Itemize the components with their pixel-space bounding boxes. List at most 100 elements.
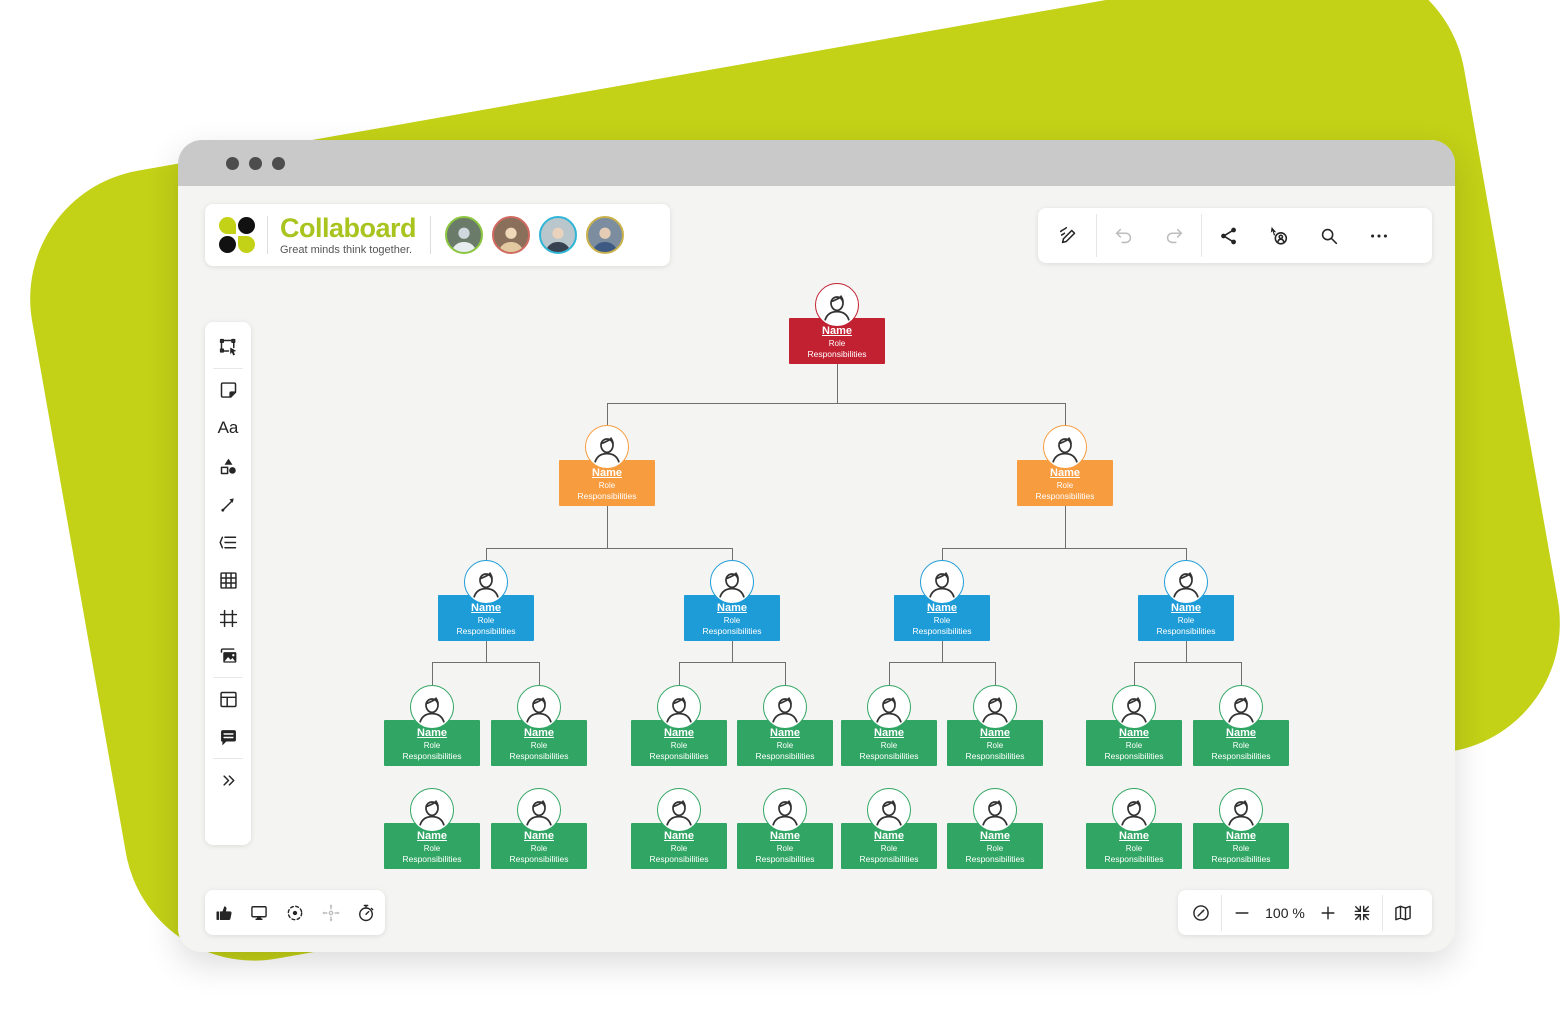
org-node-box: Name Role Responsibilities	[841, 720, 937, 766]
org-connector-line	[942, 641, 943, 662]
top-toolbar	[1038, 208, 1432, 263]
org-node-role: Role	[1177, 615, 1195, 625]
org-node-role: Role	[1056, 480, 1074, 490]
connector-tool-button[interactable]	[209, 485, 247, 523]
draw-tool-button[interactable]	[1044, 214, 1094, 257]
expand-sidebar-button[interactable]	[209, 761, 247, 799]
org-node-name: Name	[874, 829, 904, 842]
follow-presenter-button[interactable]	[1254, 214, 1304, 257]
org-connector-line	[942, 548, 943, 560]
redo-button[interactable]	[1149, 214, 1199, 257]
collaborator-avatar[interactable]	[586, 216, 625, 254]
minimap-button[interactable]	[1386, 895, 1420, 931]
frame-tool-button[interactable]	[209, 599, 247, 637]
table-tool-button[interactable]	[209, 561, 247, 599]
window-dot[interactable]	[226, 156, 239, 170]
person-avatar-icon	[657, 788, 701, 832]
zoom-out-button[interactable]	[1225, 895, 1259, 931]
org-connector-line	[942, 548, 1186, 549]
person-avatar-icon	[1219, 788, 1263, 832]
org-connector-line	[679, 662, 785, 663]
move-tool-button[interactable]	[314, 895, 348, 931]
window-dot[interactable]	[272, 156, 285, 170]
org-node-responsibilities: Responsibilities	[1211, 853, 1271, 864]
org-node-name: Name	[980, 829, 1010, 842]
media-tool-button[interactable]	[209, 637, 247, 675]
org-node-name: Name	[1226, 829, 1256, 842]
select-tool-button[interactable]	[209, 328, 247, 366]
window-dot[interactable]	[249, 156, 262, 170]
org-node-name: Name	[1226, 726, 1256, 739]
org-node-name: Name	[717, 601, 747, 614]
org-node-name: Name	[417, 726, 447, 739]
window-titlebar	[178, 140, 1455, 186]
org-node-responsibilities: Responsibilities	[859, 853, 919, 864]
org-node-name: Name	[927, 601, 957, 614]
org-connector-line	[1134, 662, 1241, 663]
org-node-box: Name Role Responsibilities	[491, 823, 587, 869]
org-node-responsibilities: Responsibilities	[402, 750, 462, 761]
present-button[interactable]	[242, 895, 276, 931]
collaborator-avatar[interactable]	[492, 216, 531, 254]
org-node-role: Role	[530, 843, 548, 853]
person-avatar-icon	[517, 788, 561, 832]
org-node-role: Role	[670, 740, 688, 750]
org-connector-line	[785, 662, 786, 685]
zoom-level[interactable]: 100 %	[1265, 904, 1305, 921]
org-node-responsibilities: Responsibilities	[649, 853, 709, 864]
org-connector-line	[889, 662, 890, 685]
org-node-name: Name	[1119, 829, 1149, 842]
org-connector-line	[539, 662, 540, 685]
focus-button[interactable]	[278, 895, 312, 931]
fit-to-screen-button[interactable]	[1345, 895, 1379, 931]
person-avatar-icon	[1043, 425, 1087, 469]
brand-name: Collaboard	[280, 212, 417, 243]
person-avatar-icon	[410, 788, 454, 832]
org-node-role: Role	[477, 615, 495, 625]
comment-tool-button[interactable]	[209, 718, 247, 756]
navigator-compass-button[interactable]	[1184, 895, 1218, 931]
org-node-role: Role	[1232, 740, 1250, 750]
share-button[interactable]	[1204, 214, 1254, 257]
org-connector-line	[889, 662, 995, 663]
org-connector-line	[1186, 641, 1187, 662]
text-tool-button[interactable]: Aa	[217, 418, 239, 437]
undo-button[interactable]	[1099, 214, 1149, 257]
collaborator-avatar[interactable]	[445, 216, 484, 254]
org-node-role: Role	[880, 740, 898, 750]
org-connector-line	[486, 641, 487, 662]
org-node-role: Role	[670, 843, 688, 853]
sticky-note-tool-button[interactable]	[209, 371, 247, 409]
org-node-responsibilities: Responsibilities	[912, 625, 972, 636]
org-node-responsibilities: Responsibilities	[1104, 853, 1164, 864]
brand-tagline: Great minds think together.	[280, 243, 413, 256]
org-node-responsibilities: Responsibilities	[702, 625, 762, 636]
org-node-role: Role	[1125, 740, 1143, 750]
zoom-in-button[interactable]	[1311, 895, 1345, 931]
timer-button[interactable]	[349, 895, 383, 931]
reactions-button[interactable]	[207, 895, 241, 931]
outline-list-tool-button[interactable]	[209, 523, 247, 561]
org-node-role: Role	[986, 843, 1004, 853]
person-avatar-icon	[973, 788, 1017, 832]
org-node-name: Name	[417, 829, 447, 842]
collaborator-avatars	[445, 216, 625, 254]
org-connector-line	[995, 662, 996, 685]
layout-template-tool-button[interactable]	[209, 680, 247, 718]
org-chart: Name Role Responsibilities Name Role Res…	[178, 140, 1455, 952]
org-node-responsibilities: Responsibilities	[456, 625, 516, 636]
org-connector-line	[732, 641, 733, 662]
person-avatar-icon	[585, 425, 629, 469]
person-avatar-icon	[1112, 788, 1156, 832]
shapes-tool-button[interactable]	[209, 447, 247, 485]
zoom-toolbar: 100 %	[1178, 890, 1432, 935]
org-connector-line	[486, 548, 732, 549]
search-button[interactable]	[1304, 214, 1354, 257]
org-node-role: Role	[530, 740, 548, 750]
org-node-responsibilities: Responsibilities	[509, 750, 569, 761]
collaborator-avatar[interactable]	[539, 216, 578, 254]
org-node-role: Role	[776, 843, 794, 853]
org-connector-line	[1134, 662, 1135, 685]
person-avatar-icon	[1164, 560, 1208, 604]
more-options-button[interactable]	[1354, 214, 1404, 257]
